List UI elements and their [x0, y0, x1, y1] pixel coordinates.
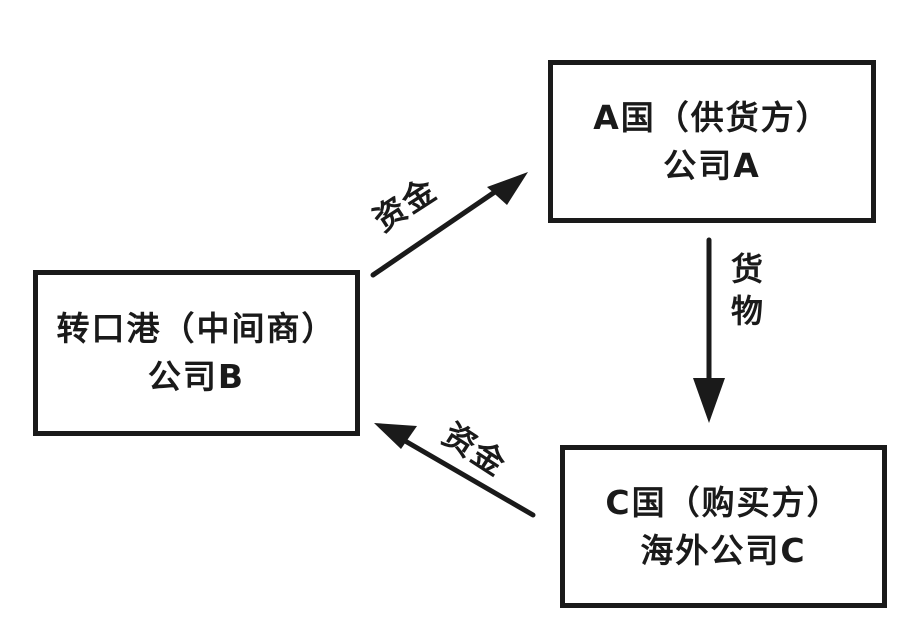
node-c-company: 海外公司C: [640, 530, 807, 570]
node-intermediary-company-b: 转口港（中间商） 公司B: [33, 270, 360, 436]
arrowhead-c-to-b: [374, 423, 417, 449]
node-a-title: A国（供货方）: [593, 97, 831, 137]
node-a-company: 公司A: [663, 145, 761, 185]
node-supplier-company-a: A国（供货方） 公司A: [548, 60, 876, 223]
edge-label-a-to-c: 货物: [726, 252, 764, 336]
arrow-a-to-c: [693, 237, 725, 423]
node-b-company: 公司B: [147, 357, 246, 396]
node-buyer-company-c: C国（购买方） 海外公司C: [560, 445, 887, 608]
node-b-title: 转口港（中间商）: [56, 309, 337, 349]
arrowhead-b-to-a: [487, 172, 528, 205]
arrow-c-to-b: [374, 423, 536, 518]
node-c-title: C国（购买方）: [605, 482, 842, 522]
arrowhead-a-to-c: [693, 378, 725, 423]
arrow-b-to-a: [370, 172, 528, 278]
